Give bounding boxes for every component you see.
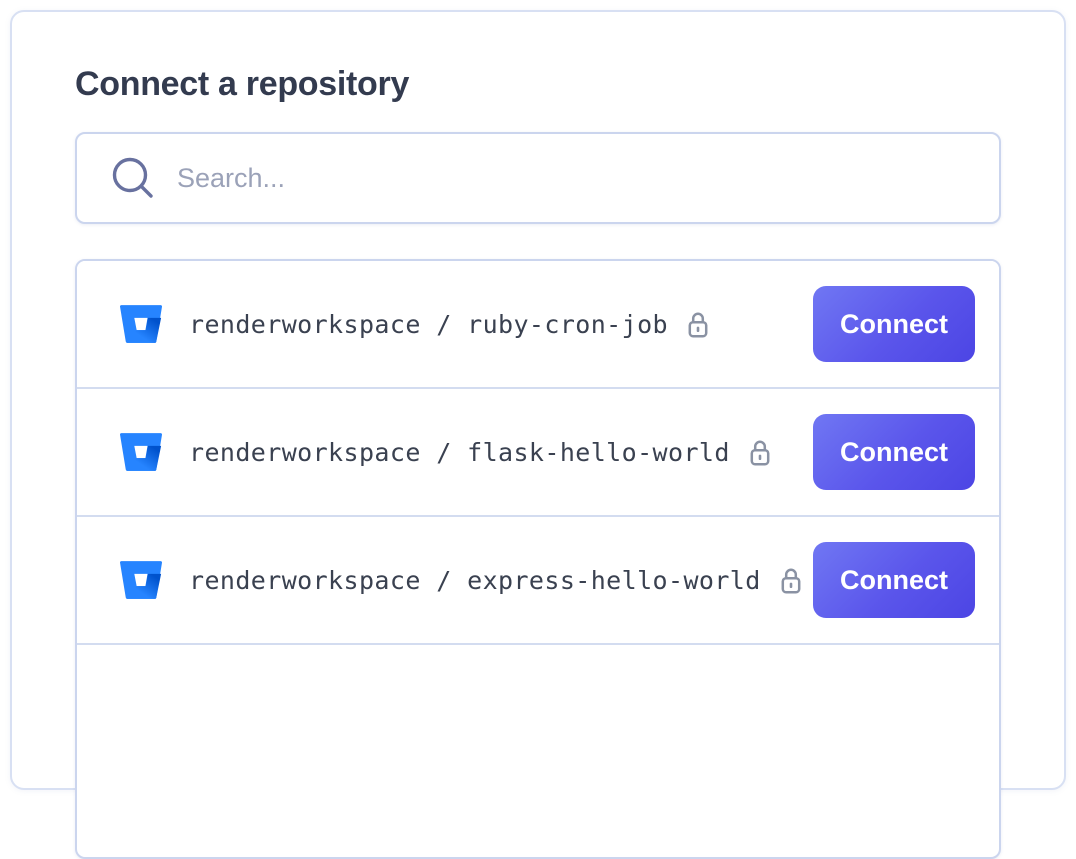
connect-button[interactable]: Connect	[813, 542, 975, 618]
repo-name: renderworkspace / ruby-cron-job	[189, 309, 668, 339]
repo-list: renderworkspace / ruby-cron-job Connect …	[75, 259, 1001, 859]
bitbucket-icon	[120, 432, 162, 472]
lock-icon	[748, 438, 772, 467]
repo-row: renderworkspace / ruby-cron-job Connect	[77, 261, 999, 389]
lock-icon	[686, 310, 710, 339]
bitbucket-icon	[120, 304, 162, 344]
search-input[interactable]	[177, 162, 975, 194]
bitbucket-icon	[120, 560, 162, 600]
search-icon	[110, 155, 156, 201]
search-box	[75, 132, 1001, 224]
connect-repository-card: Connect a repository renderworkspace / r…	[10, 10, 1066, 859]
connect-button[interactable]: Connect	[813, 414, 975, 490]
repo-name: renderworkspace / flask-hello-world	[189, 437, 730, 467]
repo-name: renderworkspace / express-hello-world	[189, 565, 761, 595]
lock-icon	[779, 566, 803, 595]
connect-button[interactable]: Connect	[813, 286, 975, 362]
repo-row: renderworkspace / flask-hello-world Conn…	[77, 389, 999, 517]
repo-row: renderworkspace / express-hello-world Co…	[77, 517, 999, 645]
page-title: Connect a repository	[75, 65, 410, 103]
